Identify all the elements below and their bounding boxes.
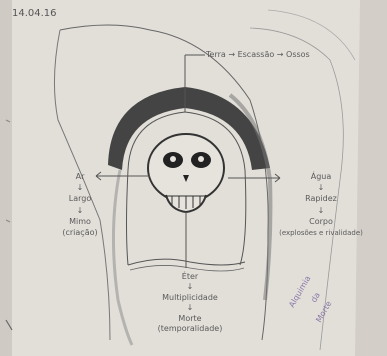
right-arrow: ↓ [262, 205, 380, 216]
left-item: (criação) [50, 228, 110, 238]
right-item: Água [262, 172, 380, 182]
date-label: 14.04.16 [12, 9, 57, 19]
top-label: Terra → Escassão → Ossos [206, 51, 310, 59]
bottom-item: Morte [140, 313, 240, 324]
left-arrow: ↓ [50, 182, 110, 193]
right-arrow: ↓ [262, 182, 380, 193]
right-item: Corpo [262, 216, 380, 228]
bottom-arrow: ↓ [140, 303, 240, 313]
right-item: (explosões e rivalidade) [262, 228, 380, 238]
bottom-item: (temporalidade) [140, 324, 240, 334]
left-arrow: ↓ [50, 205, 110, 216]
left-item: Mimo [50, 216, 110, 228]
bottom-arrow: ↓ [140, 282, 240, 292]
right-column: Água ↓ Rapidez ↓ Corpo (explosões e riva… [262, 172, 380, 238]
bottom-item: Éter [140, 272, 240, 282]
left-column: Ar ↓ Largo ↓ Mimo (criação) [50, 172, 110, 238]
bottom-item: Multiplicidade [140, 292, 240, 303]
bottom-column: Éter ↓ Multiplicidade ↓ Morte (temporali… [140, 272, 240, 334]
left-item: Ar [50, 172, 110, 182]
right-item: Rapidez [262, 193, 380, 205]
left-item: Largo [50, 193, 110, 205]
